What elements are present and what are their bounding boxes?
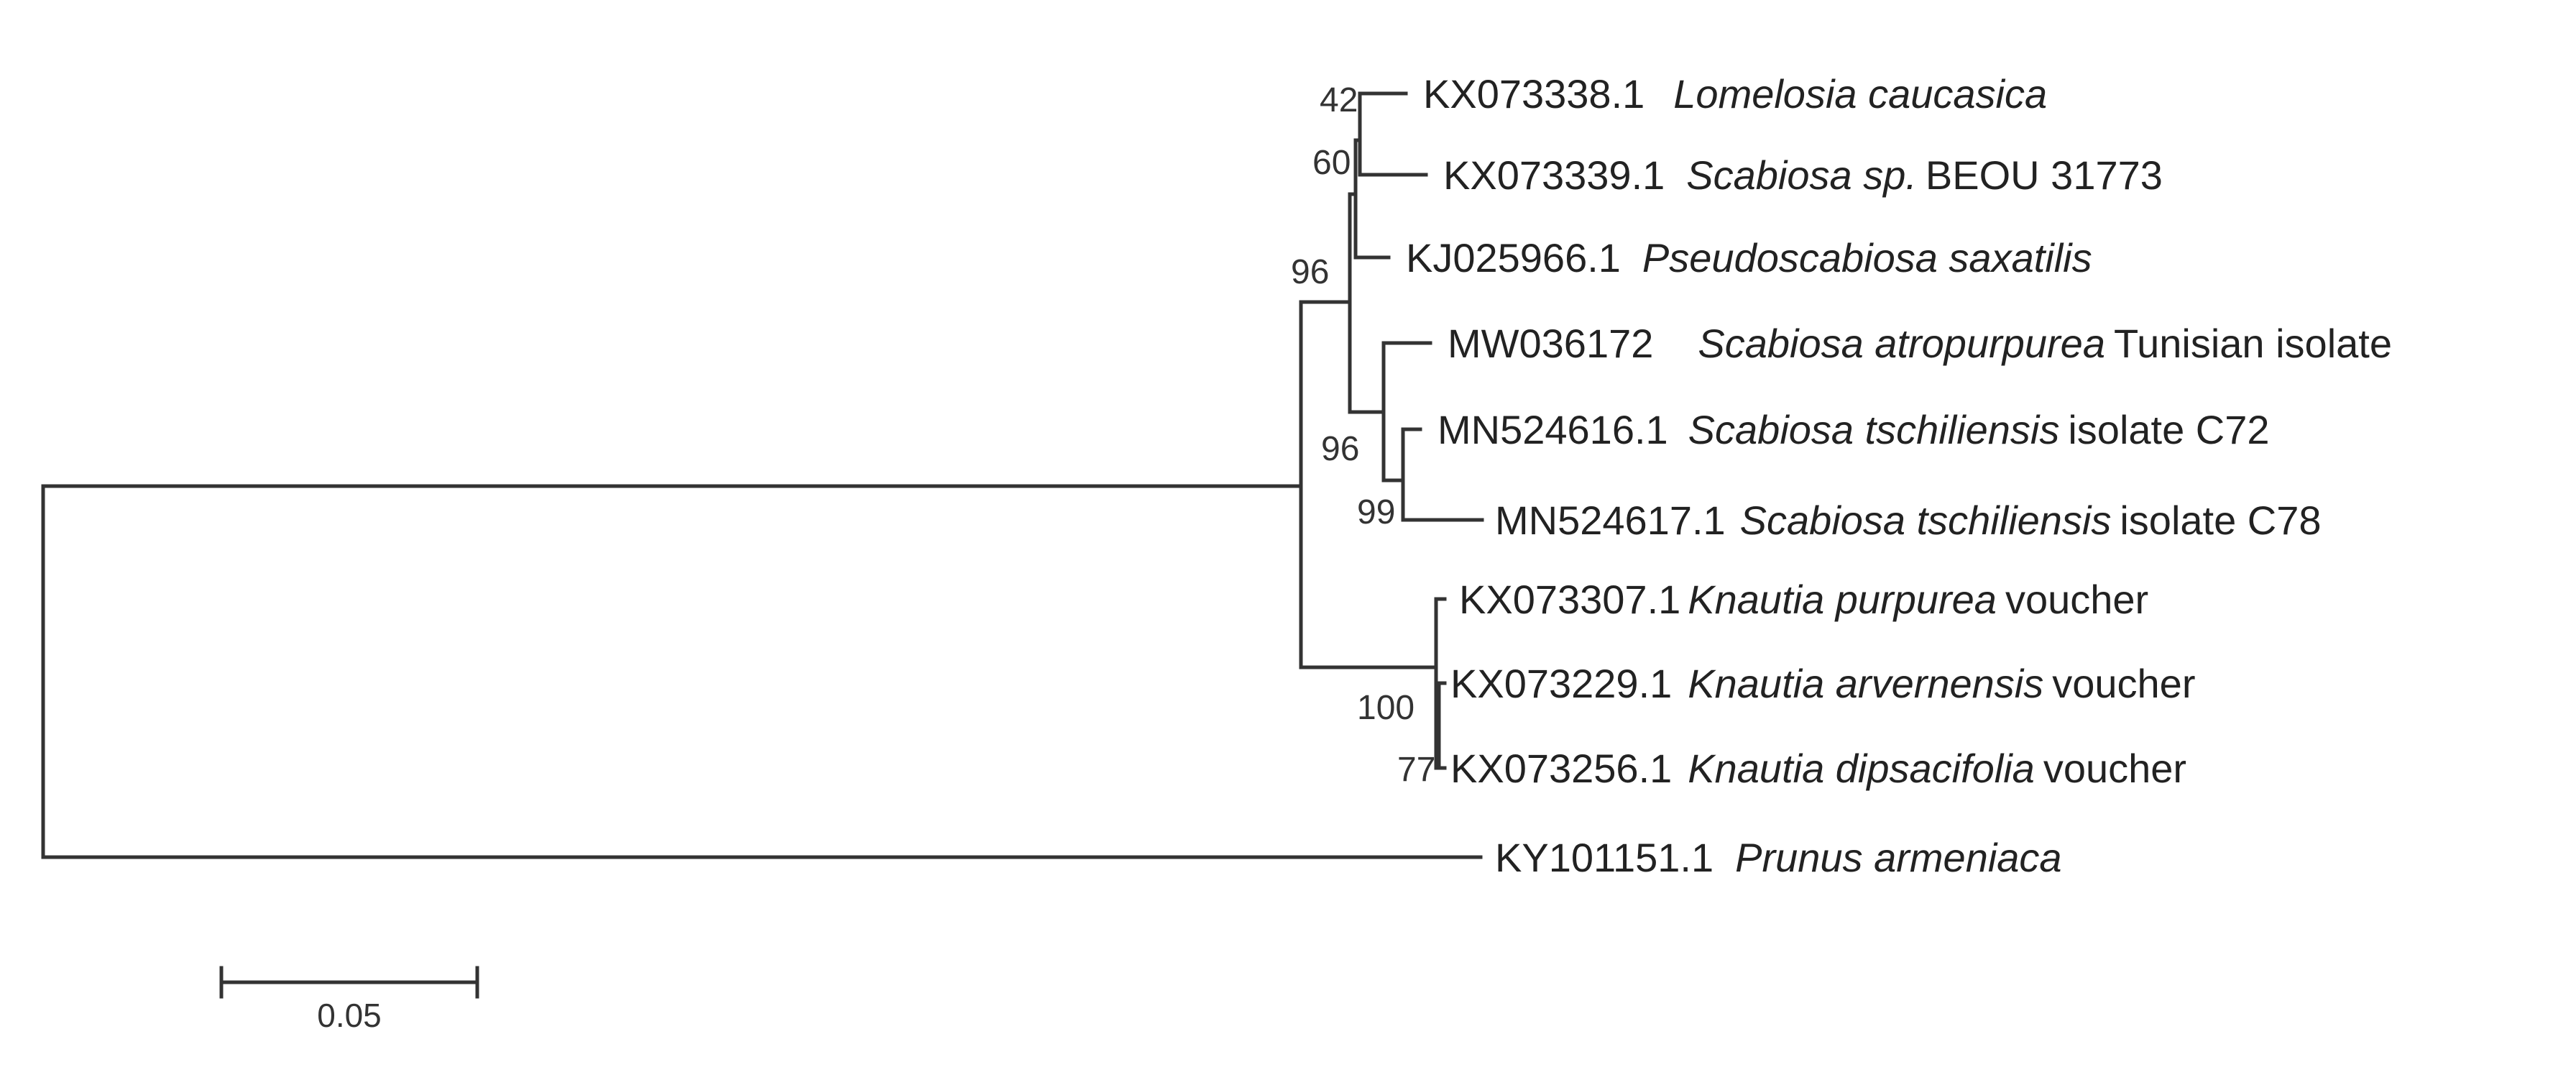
scale-bar-label: 0.05 [317, 997, 382, 1034]
accession: KX073339.1 [1443, 152, 1665, 198]
bootstrap-value: 96 [1291, 253, 1329, 291]
species-name: Knautia dipsacifolia [1688, 746, 2035, 791]
species-name: Lomelosia caucasica [1673, 71, 2047, 116]
taxon-labels: KX073338.1 Lomelosia caucasica KX073339.1… [1406, 71, 2392, 880]
species-name: Scabiosa tschiliensis [1688, 407, 2060, 452]
label-suffix: BEOU 31773 [1926, 152, 2163, 198]
taxon-label: KX073338.1 Lomelosia caucasica [1423, 71, 2047, 116]
species-name: Knautia purpurea [1688, 577, 1997, 622]
accession: KJ025966.1 [1406, 235, 1621, 280]
accession: MW036172 [1448, 321, 1653, 366]
bootstrap-value: 100 [1357, 689, 1414, 727]
taxon-label: KX073339.1 Scabiosa sp.BEOU 31773 [1443, 152, 2163, 198]
accession: KX073338.1 [1423, 71, 1644, 116]
label-suffix: voucher [2052, 661, 2195, 706]
species-name: Pseudoscabiosa saxatilis [1642, 235, 2092, 280]
label-suffix: isolate C72 [2068, 407, 2269, 452]
bootstrap-values: 42 60 96 96 99 100 77 [1291, 81, 1435, 789]
label-suffix: voucher [2005, 577, 2148, 622]
species-name: Scabiosa atropurpurea [1698, 321, 2105, 366]
taxon-label: KJ025966.1 Pseudoscabiosa saxatilis [1406, 235, 2092, 280]
label-suffix: isolate C78 [2120, 498, 2321, 543]
accession: MN524616.1 [1438, 407, 1668, 452]
scale-bar: 0.05 [219, 966, 479, 1034]
species-name: Scabiosa sp. [1686, 152, 1917, 198]
bootstrap-value: 60 [1312, 144, 1351, 182]
taxon-label: KY101151.1 Prunus armeniaca [1495, 835, 2062, 880]
accession: MN524617.1 [1495, 498, 1726, 543]
species-name: Prunus armeniaca [1735, 835, 2061, 880]
accession: KY101151.1 [1495, 835, 1714, 880]
accession: KX073256.1 [1450, 746, 1672, 791]
accession: KX073229.1 [1450, 661, 1672, 706]
bootstrap-value: 96 [1321, 430, 1359, 468]
label-suffix: voucher [2043, 746, 2186, 791]
tree-branches [41, 91, 1484, 859]
bootstrap-value: 77 [1397, 751, 1435, 789]
bootstrap-value: 99 [1357, 493, 1395, 531]
bootstrap-value: 42 [1320, 81, 1358, 119]
accession: KX073307.1 [1459, 577, 1680, 622]
species-name: Scabiosa tschiliensis [1740, 498, 2112, 543]
species-name: Knautia arvernensis [1688, 661, 2043, 706]
label-suffix: Tunisian isolate [2114, 321, 2392, 366]
